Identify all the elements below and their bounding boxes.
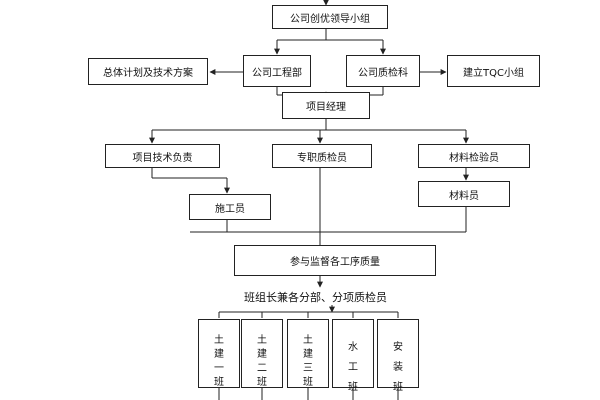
team-civil-1-label: 土 建 一 班 — [214, 335, 224, 388]
node-qc-inspector: 专职质检员 — [272, 144, 372, 168]
team-install-label: 安 装 班 — [393, 342, 403, 393]
node-tqc: 建立TQC小组 — [447, 55, 540, 87]
team-civil-3-label: 土 建 三 班 — [303, 335, 313, 388]
team-civil-2-label: 土 建 二 班 — [257, 335, 267, 388]
node-material-clerk: 材料员 — [418, 181, 510, 207]
node-process-quality: 参与监督各工序质量 — [234, 245, 436, 276]
team-water-label: 水 工 班 — [348, 342, 358, 393]
team-civil-3: 土 建 三 班 — [287, 319, 329, 388]
node-quality-dept: 公司质检科 — [346, 55, 420, 87]
node-project-manager: 项目经理 — [282, 92, 370, 119]
node-total-plan: 总体计划及技术方案 — [88, 58, 208, 85]
node-construction: 施工员 — [189, 194, 271, 220]
team-leader-label: 班组长兼各分部、分项质检员 — [244, 291, 387, 304]
team-install: 安 装 班 — [377, 319, 419, 393]
team-civil-2: 土 建 二 班 — [241, 319, 283, 388]
node-material-inspector: 材料检验员 — [418, 144, 530, 168]
node-leader: 公司创优领导小组 — [272, 5, 388, 29]
node-tech-lead: 项目技术负责 — [105, 144, 220, 168]
node-engineering: 公司工程部 — [243, 55, 311, 87]
team-civil-1: 土 建 一 班 — [198, 319, 240, 388]
team-water: 水 工 班 — [332, 319, 374, 393]
